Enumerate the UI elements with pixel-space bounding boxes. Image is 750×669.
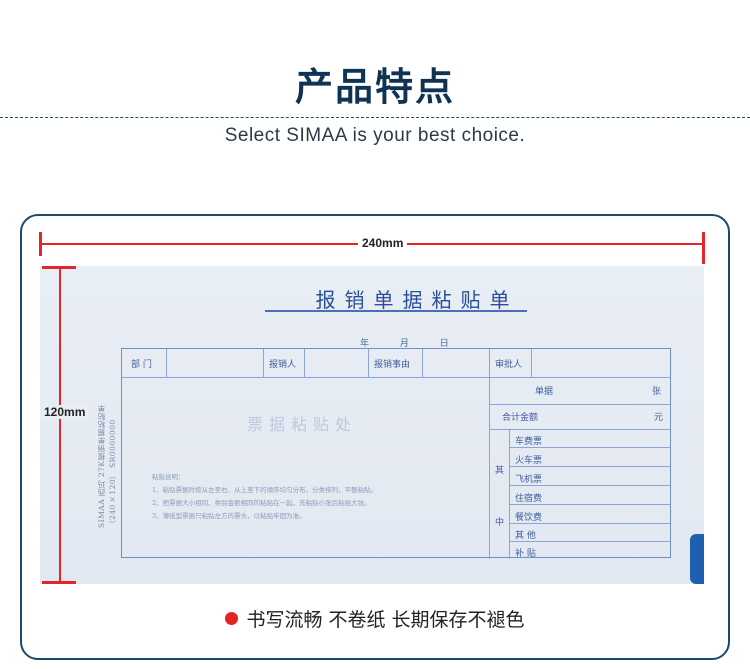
notes-title: 粘贴说明：: [152, 473, 185, 481]
header-row-divider: [122, 377, 489, 378]
header-cell-department: 部 门: [131, 360, 152, 370]
date-year: 年: [360, 339, 370, 349]
row-divider: [509, 466, 670, 467]
documents-count-label: 单据: [535, 387, 554, 397]
documents-count-unit: 张: [652, 387, 662, 397]
row-divider: [509, 447, 670, 448]
category-lodging: 住宿费: [515, 494, 543, 504]
right-panel-divider: [489, 349, 490, 559]
col-divider: [422, 349, 423, 377]
page-title: 产品特点: [294, 65, 455, 109]
form-stack-edge: [690, 534, 704, 584]
page-subtitle: Select SIMAA is your best choice.: [224, 125, 526, 146]
paste-area-stamp: 票据粘贴处: [247, 415, 358, 434]
form-table: 部 门 报销人 报销事由 审批人 票据粘贴处 粘贴说明： 1、粘贴票据时按从左至…: [121, 348, 671, 559]
col-divider: [304, 349, 305, 377]
form-side-text: SIMAA 西玛 27K报销单据粘贴单（240×120） SR0000000: [97, 404, 117, 528]
category-other: 其 他: [515, 531, 536, 541]
form-photo: 报销单据粘贴单 年 月 日 SIMAA 西玛 27K报销单据粘贴单（240×12…: [40, 266, 704, 584]
form-date-row: 年 月 日: [360, 336, 477, 349]
row-divider: [509, 485, 670, 486]
notes-line: 1、粘贴票据时按从左至右、从上至下的顺序均匀分布，分类排列，平整粘贴。: [152, 486, 378, 494]
height-dimension-bottom-tick: [42, 581, 76, 584]
form-title: 报销单据粘贴单: [315, 288, 519, 312]
group-label-top: 其: [495, 466, 505, 476]
group-label-bottom: 中: [495, 518, 505, 528]
col-divider: [368, 349, 369, 377]
height-dimension-label: 120mm: [40, 405, 90, 419]
total-amount-unit: 元: [654, 413, 664, 423]
width-dimension-right-tick: [702, 232, 705, 264]
row-divider: [489, 404, 670, 405]
notes-line: 3、薄纸型票据只粘贴左方的票头，以粘贴牢固为准。: [152, 512, 306, 520]
category-label-divider: [509, 429, 510, 559]
date-day: 日: [439, 339, 449, 349]
row-divider: [509, 504, 670, 505]
col-divider: [263, 349, 264, 377]
date-month: 月: [399, 339, 409, 349]
header-cell-approver: 审批人: [495, 360, 523, 370]
height-dimension-line: [59, 267, 61, 583]
col-divider: [531, 349, 532, 377]
total-amount-label: 合计金额: [502, 413, 539, 423]
col-divider: [166, 349, 167, 377]
category-flight: 飞机票: [515, 475, 543, 485]
paste-notes: 粘贴说明： 1、粘贴票据时按从左至右、从上至下的顺序均匀分布，分类排列，平整粘贴…: [152, 471, 377, 523]
row-divider: [489, 429, 670, 430]
row-divider: [489, 377, 670, 378]
category-allowance: 补 贴: [515, 549, 536, 559]
feature-text: 书写流畅 不卷纸 长期保存不褪色: [246, 609, 525, 631]
row-divider: [509, 541, 670, 542]
category-train: 火车票: [515, 456, 543, 466]
category-taxi: 车费票: [515, 437, 543, 447]
feature-line: 书写流畅 不卷纸 长期保存不褪色: [0, 605, 750, 632]
dashed-divider: [0, 117, 750, 118]
category-meals: 餐饮费: [515, 513, 543, 523]
row-divider: [509, 523, 670, 524]
height-dimension-top-tick: [42, 266, 76, 269]
header-cell-applicant: 报销人: [269, 360, 297, 370]
form-title-underline: [265, 310, 527, 312]
notes-line: 2、把票据大小相同、类别金额相同的粘贴在一起，先粘贴小张后粘贴大张。: [152, 499, 371, 507]
bullet-dot-icon: [225, 612, 239, 625]
width-dimension-label: 240mm: [358, 236, 408, 250]
header-cell-reason: 报销事由: [374, 360, 411, 370]
width-dimension-left-tick: [39, 232, 42, 256]
